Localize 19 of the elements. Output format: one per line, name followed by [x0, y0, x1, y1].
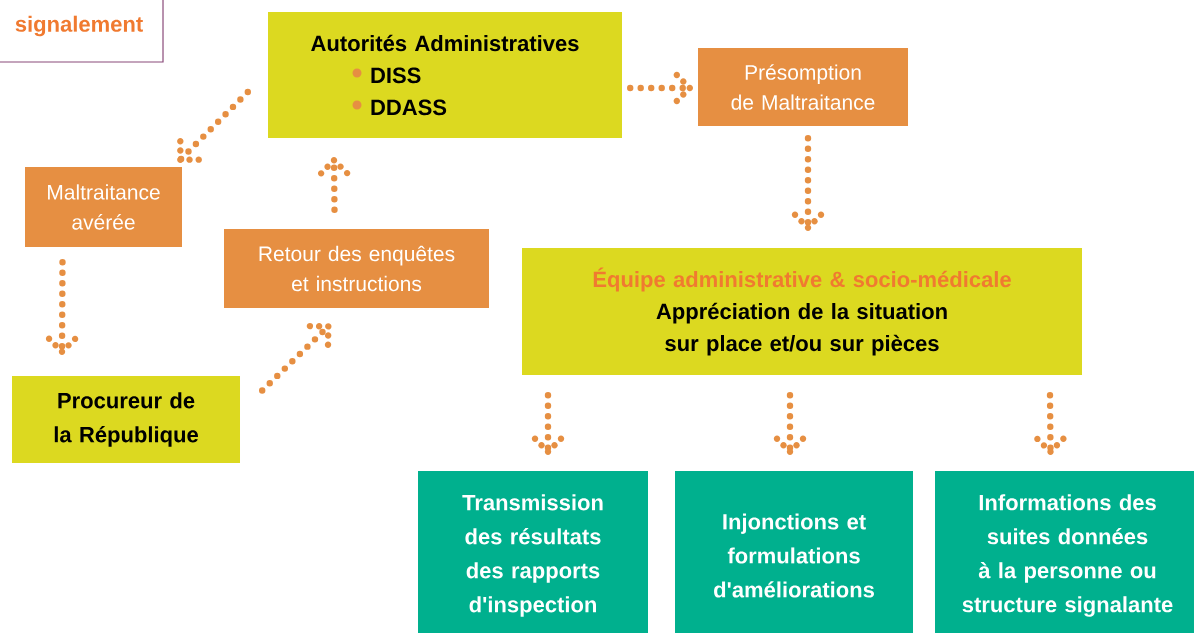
outcome-box: Transmission des résultats des rapports d'inspection [418, 471, 648, 633]
prosecutor-box: Procureur de la République [12, 376, 240, 463]
step-box: Maltraitance avérée [25, 167, 182, 247]
dotted-arrow [317, 157, 351, 213]
dotted-arrow [773, 392, 807, 455]
dotted-arrow [259, 322, 332, 394]
dotted-arrow [45, 259, 79, 355]
outcome-box: Informations des suites données à la personne ou structure signalante [935, 471, 1194, 633]
assessment-box: Équipe administrative & socio-médicale Appréciation de la situation sur place et/ou sur pièces [522, 248, 1082, 375]
dotted-arrow [1034, 392, 1067, 455]
dotted-arrow [627, 71, 693, 105]
outcome-box: Injonctions et formulations d'améliorations [675, 471, 913, 633]
authority-box: Autorités Administratives DISS DDASS [268, 12, 622, 138]
title-box: signalement [0, 0, 164, 63]
dotted-arrow [531, 392, 565, 455]
step-box: Présomption de Maltraitance [698, 48, 908, 126]
step-box: Retour des enquêtes et instructions [224, 229, 489, 308]
dotted-arrow [177, 88, 251, 163]
dotted-arrow [791, 135, 825, 231]
